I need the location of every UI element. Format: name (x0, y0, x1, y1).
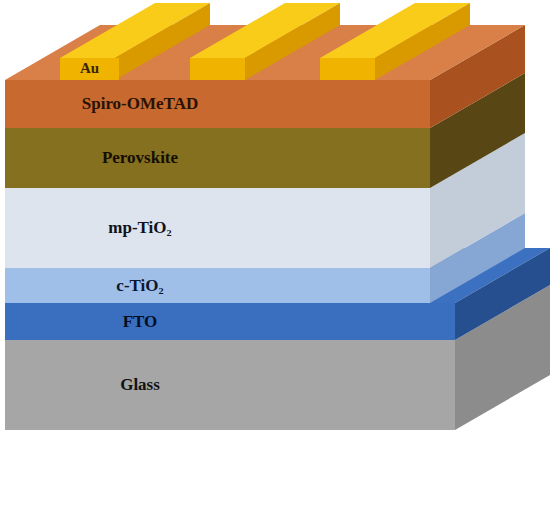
layer-band: c-TiO₂ (5, 268, 430, 303)
electrode-label-box: Au (60, 58, 119, 80)
layer-label: Perovskite (5, 148, 275, 168)
electrode-front (190, 58, 245, 80)
layer-label: Glass (5, 375, 275, 395)
electrode-front (320, 58, 375, 80)
layer-label: FTO (5, 312, 275, 332)
layer-label: c-TiO₂ (5, 276, 275, 296)
layer-label: mp-TiO₂ (5, 218, 275, 238)
electrode-side (375, 3, 470, 80)
layer-label: Au (60, 60, 119, 77)
layer-band: Glass (5, 340, 455, 430)
layer-label: Spiro-OMeTAD (5, 94, 275, 114)
layer-band: mp-TiO₂ (5, 188, 430, 268)
layer-band: FTO (5, 303, 455, 340)
layer-band: Spiro-OMeTAD (5, 80, 430, 128)
layer-band: Perovskite (5, 128, 430, 188)
